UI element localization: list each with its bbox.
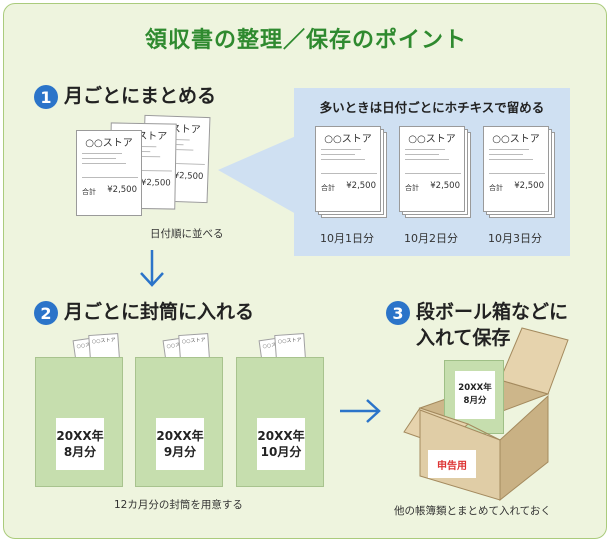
envelope-label: 20XX年 8月分	[56, 418, 104, 470]
sort-caption: 日付順に並べる	[150, 228, 224, 240]
step-1-number: 1	[34, 85, 58, 109]
box-envelope: 20XX年 8月分	[444, 360, 504, 434]
receipt-amount: ¥2,500	[514, 181, 544, 191]
receipt-amount: ¥2,500	[107, 185, 137, 195]
envelope-label: 20XX年 9月分	[156, 418, 204, 470]
day-label: 10月1日分	[320, 232, 374, 245]
staple-panel: 多いときは日付ごとにホチキスで留める ○○ストア 合計 ¥2,500 10月1日…	[294, 88, 570, 256]
receipt-store: ○○ストア	[91, 337, 116, 345]
receipt-total-label: 合計	[405, 184, 419, 192]
receipt: ○○ストア 合計 ¥2,500	[399, 126, 465, 212]
step-1: 1 月ごとにまとめる	[34, 83, 216, 109]
receipt-store: ○○ストア	[181, 337, 206, 345]
receipt: ○○ストア 合計 ¥2,500	[483, 126, 549, 212]
receipt: ○○ストア 合計 ¥2,500	[315, 126, 381, 212]
receipt-store: ○○ストア	[277, 337, 302, 345]
envelopes-caption: 12カ月分の封筒を用意する	[114, 499, 243, 511]
staple-caption: 多いときは日付ごとにホチキスで留める	[319, 100, 545, 115]
step-3-number: 3	[386, 301, 410, 325]
page-title: 領収書の整理／保存のポイント	[144, 28, 467, 53]
box-caption: 他の帳簿類とまとめて入れておく	[394, 505, 551, 517]
receipt-total-label: 合計	[82, 188, 96, 196]
step-2-number: 2	[34, 301, 58, 325]
receipt-amount: ¥2,500	[140, 177, 171, 189]
step-2-text: 月ごとに封筒に入れる	[64, 301, 255, 323]
receipt-total-label: 合計	[489, 184, 503, 192]
step-3: 3 段ボール箱などに 入れて保存	[386, 299, 568, 351]
receipt-amount: ¥2,500	[430, 181, 460, 191]
receipt-total-label: 合計	[321, 184, 335, 192]
receipt-store: ○○ストア	[408, 134, 456, 145]
receipt-store: ○○ストア	[85, 138, 133, 149]
day-label: 10月2日分	[404, 232, 458, 245]
receipt-amount: ¥2,500	[346, 181, 376, 191]
box-envelope-label: 20XX年 8月分	[455, 371, 495, 419]
receipt-store: ○○ストア	[324, 134, 372, 145]
step-2: 2 月ごとに封筒に入れる	[34, 299, 254, 325]
receipt-amount: ¥2,500	[173, 170, 204, 182]
envelope-label: 20XX年 10月分	[257, 418, 305, 470]
step-1-text: 月ごとにまとめる	[64, 85, 217, 107]
step-3-text: 段ボール箱などに 入れて保存	[416, 301, 569, 349]
receipt: ○○ストア 合計 ¥2,500	[76, 130, 142, 216]
box-label: 申告用	[428, 450, 476, 478]
receipt-store: ○○ストア	[492, 134, 540, 145]
day-label: 10月3日分	[488, 232, 542, 245]
